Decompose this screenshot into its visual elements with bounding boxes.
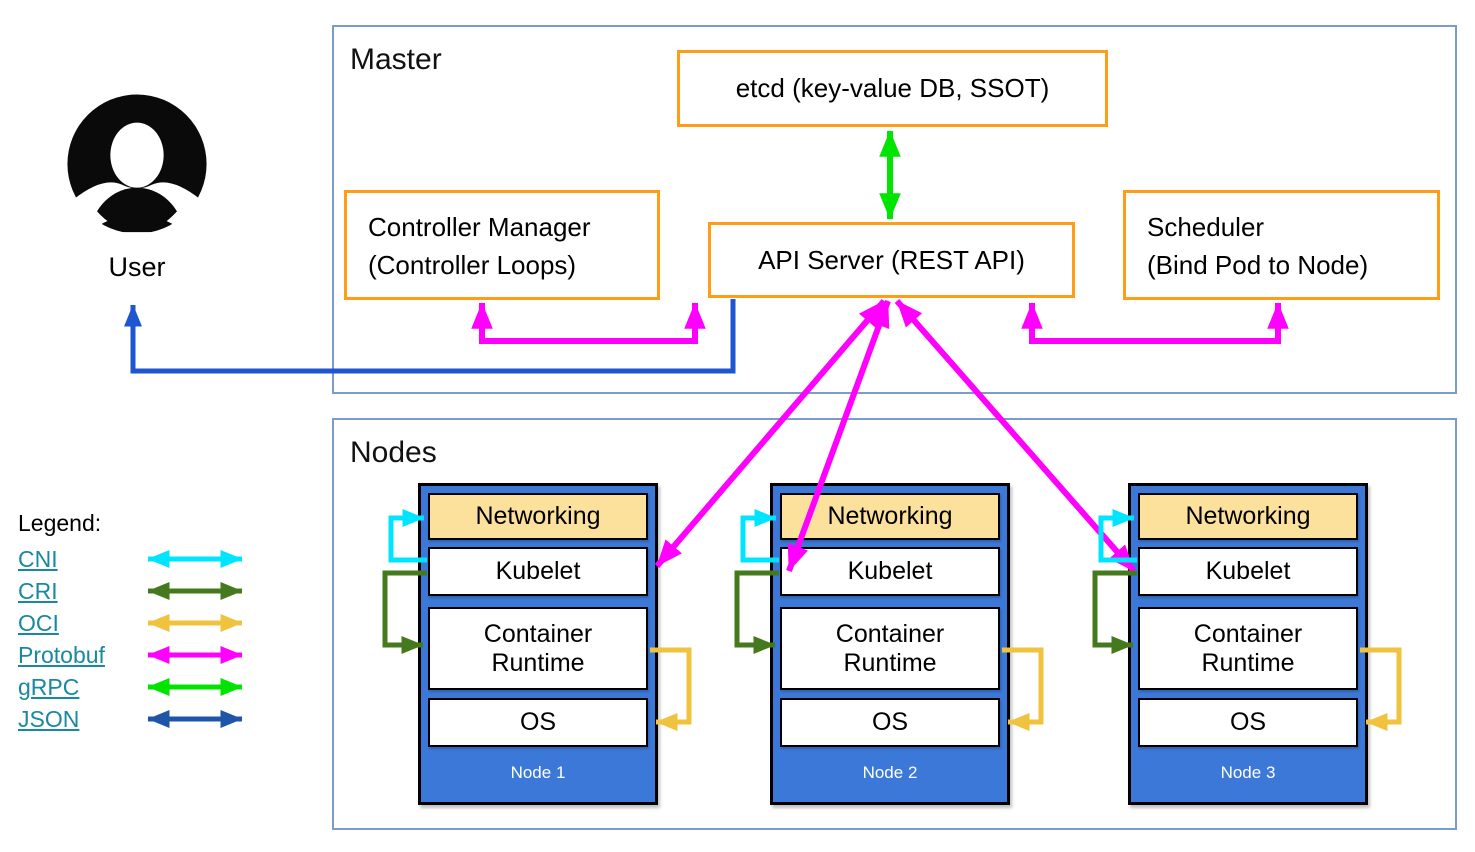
api-server-label: API Server (REST API) (758, 244, 1025, 275)
cni-link[interactable]: CNI (18, 545, 58, 572)
nodes-title: Nodes (350, 436, 437, 469)
legend: Legend: CNI CRI OCI Protobuf gRPC JSON (18, 510, 105, 735)
scheduler-label: Scheduler (1147, 212, 1265, 242)
node-name: Node 3 (1220, 763, 1276, 782)
legend-item-cri: CRI (18, 575, 105, 607)
networking-layer: Networking (428, 493, 648, 540)
legend-item-json: JSON (18, 703, 105, 735)
legend-item-cni: CNI (18, 543, 105, 575)
person-icon (67, 94, 207, 241)
json-link[interactable]: JSON (18, 705, 80, 732)
networking-layer: Networking (780, 493, 1000, 540)
scheduler-sublabel: (Bind Pod to Node) (1147, 250, 1369, 280)
master-title: Master (350, 43, 442, 76)
os-layer: OS (1138, 698, 1358, 747)
etcd-box: etcd (key-value DB, SSOT) (677, 50, 1108, 127)
nodes-group-box: Nodes (332, 418, 1457, 830)
oci-link[interactable]: OCI (18, 609, 59, 636)
grpc-link[interactable]: gRPC (18, 673, 80, 700)
master-group-box: Master (332, 25, 1457, 394)
node-name: Node 1 (510, 763, 566, 782)
kubelet-layer: Kubelet (428, 547, 648, 596)
legend-title: Legend: (18, 510, 102, 536)
kubelet-layer: Kubelet (780, 547, 1000, 596)
cri-link[interactable]: CRI (18, 577, 58, 604)
container-runtime-layer: Container Runtime (1138, 607, 1358, 690)
legend-item-oci: OCI (18, 607, 105, 639)
container-runtime-layer: Container Runtime (428, 607, 648, 690)
controller-manager-label: Controller Manager (368, 212, 591, 242)
protobuf-link[interactable]: Protobuf (18, 641, 105, 668)
legend-item-grpc: gRPC (18, 671, 105, 703)
node-name: Node 2 (862, 763, 918, 782)
controller-manager-sublabel: (Controller Loops) (368, 250, 577, 280)
networking-layer: Networking (1138, 493, 1358, 540)
kubelet-layer: Kubelet (1138, 547, 1358, 596)
user-icon (63, 93, 211, 241)
node-card-1: Networking Kubelet Container Runtime OS … (418, 483, 658, 805)
legend-item-protobuf: Protobuf (18, 639, 105, 671)
scheduler-box: Scheduler (Bind Pod to Node) (1123, 190, 1440, 300)
os-layer: OS (428, 698, 648, 747)
user-label: User (108, 252, 166, 282)
etcd-label: etcd (key-value DB, SSOT) (735, 73, 1050, 103)
api-server-box: API Server (REST API) (708, 222, 1075, 298)
container-runtime-layer: Container Runtime (780, 607, 1000, 690)
node-card-2: Networking Kubelet Container Runtime OS … (770, 483, 1010, 805)
os-layer: OS (780, 698, 1000, 747)
controller-manager-box: Controller Manager (Controller Loops) (344, 190, 660, 300)
node-card-3: Networking Kubelet Container Runtime OS … (1128, 483, 1368, 805)
